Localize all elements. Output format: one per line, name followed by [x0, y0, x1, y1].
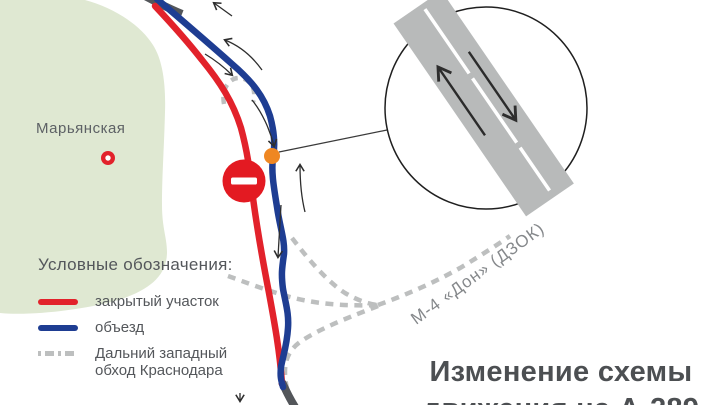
legend-item-far-western-bypass: Дальний западный обход Краснодара [38, 345, 227, 379]
legend-item-label: объезд [95, 319, 145, 336]
legend-label-line2: обход Краснодара [95, 362, 223, 379]
legend-item-closed-section: закрытый участок [38, 293, 219, 310]
town-label: Марьянская [36, 120, 126, 137]
inset-down-arrow [467, 51, 518, 123]
bypass-loop-ramp [221, 75, 257, 105]
page-title: Изменение схемы движения на А-289 [405, 354, 717, 405]
detail-inset-circle [384, 0, 588, 217]
town-marker-icon [101, 151, 115, 165]
legend-label-line1: Дальний западный [95, 345, 228, 362]
junction-orange-dot-icon [264, 148, 280, 164]
settlement-area [0, 0, 167, 314]
title-line1: Изменение схемы [429, 356, 693, 388]
traffic-direction-arrows [204, 1, 306, 404]
title-line2: движения на А-289 [405, 391, 717, 405]
legend-item-label: Дальний западный обход Краснодара [95, 345, 227, 379]
bypass-dashed-swatch [38, 351, 78, 356]
inset-leader-line [278, 129, 388, 153]
legend-heading: Условные обозначения: [38, 255, 233, 274]
road-center-line [423, 8, 552, 192]
inset-up-arrow [436, 64, 486, 137]
legend-item-label: закрытый участок [95, 293, 219, 310]
no-entry-sign-icon [222, 159, 266, 203]
detour-swatch [38, 325, 78, 331]
legend: Условные обозначения: закрытый участок о… [38, 255, 278, 385]
legend-item-detour: объезд [38, 319, 144, 336]
closed-section-swatch [38, 299, 78, 305]
